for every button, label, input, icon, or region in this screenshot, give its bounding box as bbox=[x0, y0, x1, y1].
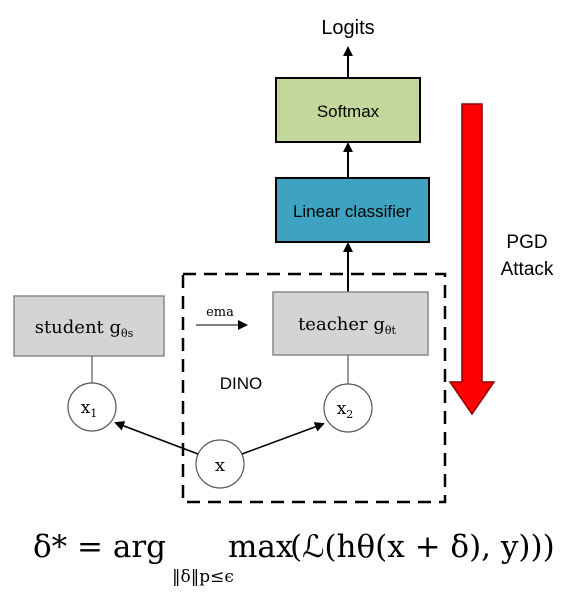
arrow-x-to-x1 bbox=[114, 421, 199, 455]
student-label: student gθs bbox=[35, 317, 134, 340]
x-node bbox=[195, 439, 245, 489]
teacher-box bbox=[272, 291, 429, 356]
teacher-label: teacher gθt bbox=[298, 314, 396, 337]
pgd-label: PGD bbox=[506, 232, 547, 253]
attack-label: Attack bbox=[501, 259, 554, 280]
x1-label: x1 bbox=[81, 398, 98, 420]
softmax-box bbox=[275, 77, 421, 143]
student-box bbox=[13, 295, 165, 357]
arrow-x-to-x2 bbox=[241, 422, 325, 455]
linear-classifier-label: Linear classifier bbox=[293, 202, 411, 221]
formula-body: (ℒ(hθ(x + δ), y))) bbox=[290, 529, 555, 565]
x2-node bbox=[323, 383, 373, 433]
x1-node bbox=[67, 382, 117, 432]
dino-dashed-box bbox=[181, 272, 447, 504]
formula-subscript: ‖δ‖p≤ϵ bbox=[172, 567, 234, 587]
formula-lhs: δ* = arg bbox=[33, 529, 166, 565]
x2-label: x2 bbox=[337, 399, 354, 421]
logits-label: Logits bbox=[321, 17, 374, 39]
dino-label: DINO bbox=[220, 374, 263, 393]
softmax-label: Softmax bbox=[317, 102, 380, 121]
x-label: x bbox=[215, 455, 225, 476]
pgd-attack-arrow bbox=[448, 103, 496, 416]
ema-label: ema bbox=[206, 305, 234, 320]
pgd-formula: δ* = arg max ‖δ‖p≤ϵ (ℒ(hθ(x + δ), y))) bbox=[33, 529, 555, 587]
linear-classifier-box bbox=[275, 177, 430, 243]
formula-max: max bbox=[228, 529, 294, 565]
